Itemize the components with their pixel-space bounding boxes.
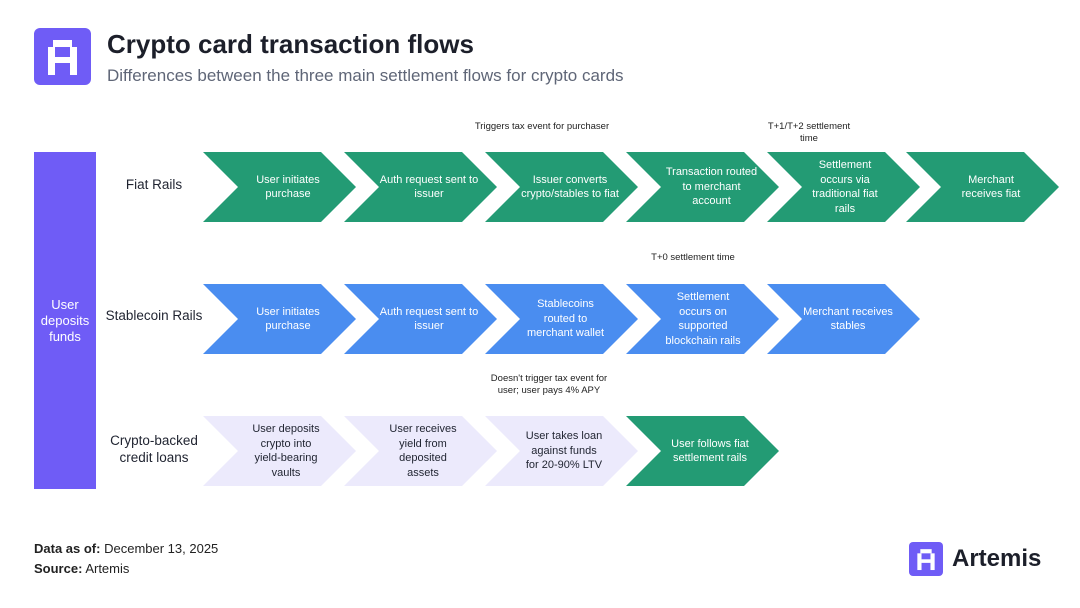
row-label-fiat: Fiat Rails: [125, 177, 183, 192]
row-label-crypto-loans: Crypto-backed credit loans: [110, 433, 198, 465]
flow-step: Auth request sent to issuer: [344, 284, 497, 354]
flow-step: Settlement occurs on supported blockchai…: [626, 284, 779, 354]
flow-step-text: User takes loan against funds for 20-90%…: [525, 430, 603, 472]
flow-step: User follows fiat settlement rails: [626, 416, 779, 486]
artemis-logo: [34, 28, 91, 85]
user-deposits-label: User deposits funds: [40, 296, 90, 344]
flow-step: User receives yield from deposited asset…: [344, 416, 497, 486]
artemis-logo: [909, 542, 943, 576]
flow-step-text: Issuer converts crypto/stables to fiat: [521, 173, 619, 201]
footer-source: Source: Artemis: [34, 561, 129, 576]
row-label-stablecoin: Stablecoin Rails: [105, 308, 203, 323]
flow-step-text: Transaction routed to merchant account: [665, 166, 758, 208]
flow-step-text: User receives yield from deposited asset…: [389, 423, 457, 479]
flow-step: Transaction routed to merchant account: [626, 152, 779, 222]
flow-step: Merchant receives stables: [767, 284, 920, 354]
page-title: Crypto card transaction flows: [107, 29, 474, 59]
flow-step: Merchant receives fiat: [906, 152, 1059, 222]
flow-step-text: Merchant receives stables: [803, 305, 893, 333]
note-tax-event: Doesn't trigger tax event for user; user…: [490, 373, 608, 396]
flow-step: Issuer converts crypto/stables to fiat: [485, 152, 638, 222]
note-tax-event: Triggers tax event for purchaser: [474, 121, 610, 132]
footer-source-label: Source:: [34, 561, 83, 576]
flow-step: User initiates purchase: [203, 284, 356, 354]
flow-step: User initiates purchase: [203, 152, 356, 222]
flow-step-text: Settlement occurs on supported blockchai…: [665, 291, 741, 347]
flow-step-text: Auth request sent to issuer: [379, 305, 479, 333]
flow-step-text: User deposits crypto into yield-bearing …: [252, 423, 320, 479]
flow-step-text: User initiates purchase: [256, 305, 320, 333]
note-settlement-time: T+0 settlement time: [651, 252, 735, 263]
page-subtitle: Differences between the three main settl…: [107, 66, 624, 85]
brand-name: Artemis: [952, 545, 1042, 572]
flow-step-text: User initiates purchase: [256, 173, 320, 201]
footer-data-value: December 13, 2025: [104, 541, 219, 556]
footer-data-label: Data as of:: [34, 541, 101, 556]
footer-source-value: Artemis: [85, 561, 130, 576]
brand-mark: Artemis: [909, 542, 1041, 576]
flow-step-text: Auth request sent to issuer: [379, 173, 479, 201]
flow-step: Settlement occurs via traditional fiat r…: [767, 152, 920, 222]
note-settlement-time: T+1/T+2 settlement time: [767, 121, 851, 144]
flow-step: Auth request sent to issuer: [344, 152, 497, 222]
flow-step: Stablecoins routed to merchant wallet: [485, 284, 638, 354]
flow-step-text: Stablecoins routed to merchant wallet: [526, 298, 605, 340]
flow-step-text: Merchant receives fiat: [961, 173, 1021, 201]
flow-step-text: User follows fiat settlement rails: [671, 437, 749, 465]
flow-step: User takes loan against funds for 20-90%…: [485, 416, 638, 486]
footer-data-as-of: Data as of: December 13, 2025: [34, 541, 218, 556]
user-deposits-bar: User deposits funds: [34, 152, 96, 489]
flow-step-text: Settlement occurs via traditional fiat r…: [812, 159, 878, 215]
flow-step: User deposits crypto into yield-bearing …: [203, 416, 356, 486]
